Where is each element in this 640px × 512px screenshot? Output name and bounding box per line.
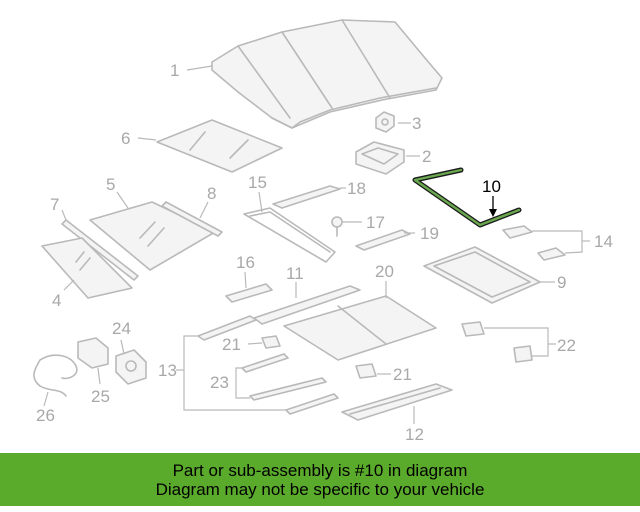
part-3-nut: [375, 111, 395, 133]
callout-9: 9: [557, 273, 566, 292]
part-13-rails: [197, 315, 339, 415]
part-6-glass: [156, 119, 283, 173]
callout-7: 7: [50, 195, 59, 214]
leader-8: [199, 201, 209, 219]
callout-4: 4: [52, 291, 61, 310]
part-11-rail: [253, 285, 361, 325]
callout-19: 19: [420, 224, 439, 243]
callout-21b: 21: [393, 365, 412, 384]
leader-22: [484, 327, 549, 357]
callout-26: 26: [36, 406, 55, 425]
part-10-weatherstrip-highlighted: [412, 167, 522, 228]
callout-13: 13: [158, 361, 177, 380]
leader-4: [63, 279, 75, 291]
part-21a-clip: [261, 335, 281, 349]
part-14-clips: [502, 225, 566, 261]
leader-24: [120, 339, 125, 355]
part-24-motor: [115, 349, 147, 385]
part-8-strip: [161, 201, 223, 237]
leader-25: [97, 367, 101, 385]
callout-18: 18: [347, 179, 366, 198]
callout-3: 3: [412, 114, 421, 133]
callout-21a: 21: [222, 335, 241, 354]
callout-6: 6: [121, 129, 130, 148]
callout-16: 16: [236, 253, 255, 272]
callout-14: 14: [594, 232, 613, 251]
part-16-bracket: [225, 283, 273, 303]
leader-26: [43, 391, 49, 407]
part-20-sunshade: [283, 295, 437, 361]
part-25-module: [77, 337, 109, 369]
callout-23: 23: [210, 373, 229, 392]
leader-16: [244, 271, 247, 289]
leader-23: [235, 367, 250, 399]
callout-12: 12: [405, 425, 424, 444]
leader-21a: [247, 342, 263, 345]
leader-15: [258, 191, 263, 213]
parts-diagram: 1 6 3 2 10 14 9 18: [33, 19, 613, 444]
leader-1: [186, 65, 213, 71]
callout-22: 22: [557, 336, 576, 355]
part-15-frame-rail: [243, 207, 336, 263]
callout-20: 20: [375, 262, 394, 281]
callout-2: 2: [422, 147, 431, 166]
part-2-bracket: [355, 141, 405, 175]
part-1-roof-panel: [211, 19, 443, 129]
leader-5: [116, 191, 129, 209]
part-7-strip: [61, 219, 139, 281]
callout-17: 17: [366, 213, 385, 232]
callout-1: 1: [170, 61, 179, 80]
leader-7: [61, 209, 67, 221]
part-17-pin: [331, 216, 343, 237]
banner-line-2: Diagram may not be specific to your vehi…: [155, 479, 485, 499]
callout-24: 24: [112, 319, 131, 338]
leader-6: [137, 137, 157, 141]
callout-15: 15: [248, 173, 267, 192]
part-19-strip: [355, 229, 411, 251]
callout-25: 25: [91, 387, 110, 406]
info-banner: Part or sub-assembly is #10 in diagram D…: [0, 453, 640, 506]
callout-5: 5: [106, 175, 115, 194]
part-26-harness: [33, 354, 78, 397]
leader-13: [183, 335, 286, 411]
callout-11: 11: [286, 264, 304, 283]
callout-8: 8: [207, 184, 216, 203]
callout-10: 10: [482, 177, 501, 196]
part-9-frame: [423, 246, 541, 304]
part-12-rail: [341, 383, 453, 421]
part-22-clips: [461, 321, 533, 363]
arrow-10: [489, 209, 497, 217]
banner-line-1: Part or sub-assembly is #10 in diagram: [172, 460, 468, 480]
part-18-rail: [272, 185, 341, 209]
part-21b-clip: [355, 363, 377, 379]
